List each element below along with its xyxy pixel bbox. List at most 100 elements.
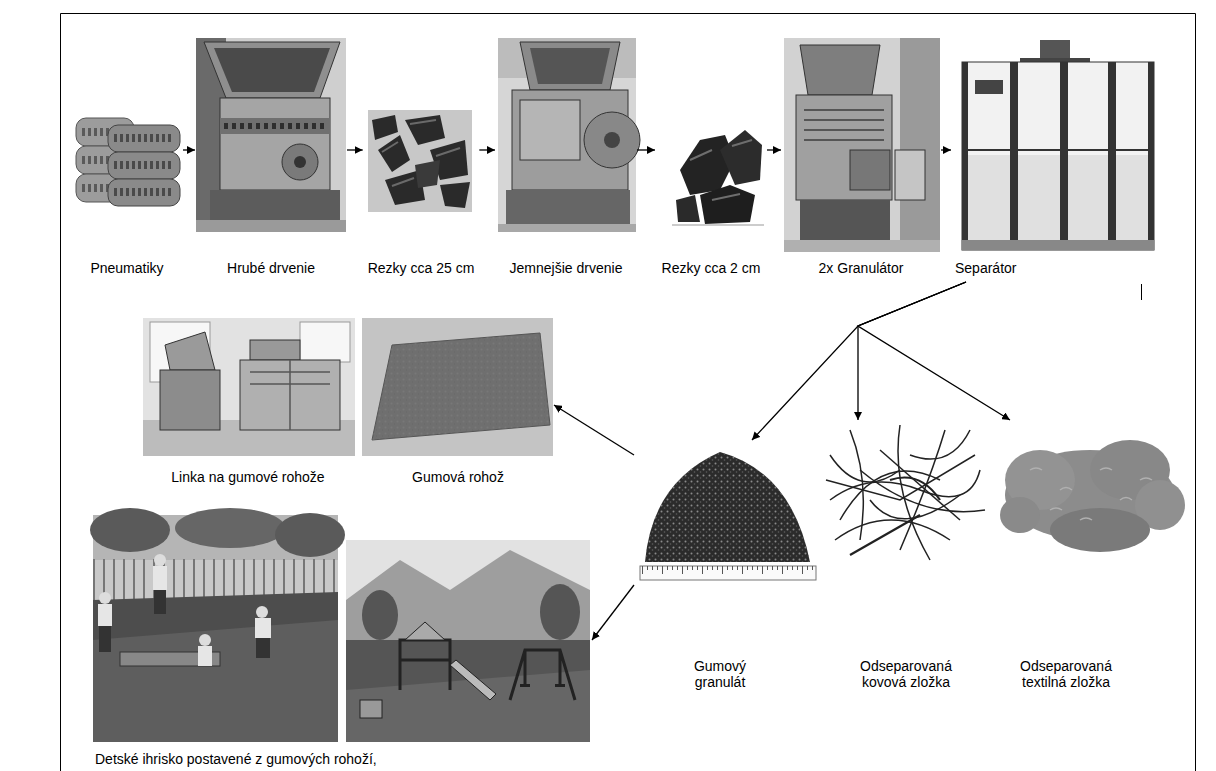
tires-picture	[108, 152, 180, 179]
separator-picture	[1010, 62, 1018, 250]
separator-picture	[962, 62, 1154, 250]
fine-chips-picture	[672, 130, 764, 225]
playground-build-photo	[153, 566, 167, 590]
playground-build-photo	[256, 606, 268, 618]
mat-line-picture	[165, 332, 215, 370]
fine-shredder-picture	[584, 112, 640, 168]
process-step: Jemnejšie drvenie	[496, 34, 636, 282]
metal-fraction-picture	[900, 430, 945, 550]
coarse-chips-picture	[382, 120, 460, 186]
process-step: Detské ihrisko postavené z gumových roho…	[92, 512, 592, 770]
playground-photo	[520, 684, 530, 687]
rubber-mat-picture	[372, 333, 550, 440]
fine-chips-picture	[720, 130, 762, 185]
fine-chips-picture	[672, 225, 764, 226]
page-frame	[1141, 284, 1142, 300]
process-step: Odseparovaná textilná zložka	[992, 420, 1140, 708]
textile-fraction-picture	[1000, 440, 1185, 552]
playground-photo	[362, 590, 398, 640]
playground-photo	[346, 540, 590, 742]
step-caption: Rezky cca 25 cm	[368, 260, 475, 276]
granulator-picture	[796, 95, 892, 200]
metal-fraction-picture	[890, 478, 940, 501]
coarse-shredder-picture	[282, 144, 318, 180]
playground-build-photo	[198, 646, 212, 666]
tires-picture	[114, 188, 174, 196]
playground-photo	[360, 700, 382, 718]
flow-arrow	[554, 405, 634, 455]
metal-fraction-picture	[898, 425, 930, 560]
granulator-picture	[850, 150, 890, 190]
process-step: Pneumatiky	[72, 34, 182, 282]
step-caption: Detské ihrisko postavené z gumových roho…	[95, 751, 377, 767]
step-caption: Gumová rohož	[412, 469, 504, 485]
playground-build-photo	[154, 554, 166, 566]
playground-photo	[405, 622, 445, 640]
playground-build-photo	[93, 592, 338, 742]
playground-build-photo	[90, 508, 170, 552]
playground-build-photo	[275, 513, 345, 557]
playground-build-photo	[199, 634, 211, 646]
step-caption: Odseparovaná kovová zložka	[860, 658, 952, 690]
rubber-granulate-picture	[642, 566, 814, 574]
step-caption: Odseparovaná textilná zložka	[1020, 658, 1112, 690]
coarse-chips-picture	[372, 115, 398, 140]
mat-line-picture	[250, 340, 300, 360]
playground-build-photo	[99, 626, 111, 652]
step-caption: Pneumatiky	[90, 260, 163, 276]
separator-picture	[968, 155, 1010, 240]
tires-picture	[108, 179, 180, 206]
rubber-granulate-picture	[642, 566, 814, 570]
process-step: 2x Granulátor	[782, 34, 940, 282]
playground-build-photo	[154, 590, 166, 614]
connector-group	[183, 150, 1010, 640]
playground-build-photo	[90, 508, 345, 742]
mat-line-picture	[143, 318, 355, 456]
playground-photo	[540, 584, 580, 640]
step-caption: Jemnejšie drvenie	[510, 260, 623, 276]
playground-build-photo	[256, 638, 270, 658]
flow-arrow	[637, 149, 655, 150]
metal-fraction-picture	[826, 425, 985, 560]
metal-fraction-picture	[826, 425, 985, 560]
flow-arrow	[183, 149, 195, 150]
mat-line-picture	[240, 360, 340, 430]
granulator-picture	[800, 45, 880, 95]
textile-fraction-picture	[1000, 497, 1040, 533]
flow-arrow	[941, 149, 951, 150]
separator-picture	[962, 240, 1154, 250]
process-step: Gumový granulát	[634, 440, 806, 692]
metal-fraction-picture	[850, 430, 863, 540]
granulator-picture	[900, 38, 940, 252]
playground-build-photo	[99, 592, 111, 604]
playground-photo	[400, 640, 450, 690]
fine-shredder-picture	[512, 90, 628, 190]
fine-shredder-picture	[520, 100, 580, 160]
separator-picture	[1116, 155, 1148, 240]
playground-photo	[346, 550, 590, 640]
mat-line-picture	[300, 322, 350, 362]
granulator-picture	[784, 38, 940, 252]
granulator-picture	[800, 200, 890, 240]
metal-fraction-picture	[826, 455, 975, 500]
metal-fraction-picture	[830, 470, 980, 500]
metal-fraction-picture	[910, 430, 970, 459]
fine-chips-picture	[700, 185, 755, 224]
fine-shredder-picture	[520, 42, 620, 90]
separator-picture	[1068, 155, 1108, 240]
mat-line-picture	[250, 360, 330, 430]
coarse-chips-picture	[378, 135, 410, 172]
process-step: Odseparovaná kovová zložka	[822, 420, 990, 708]
flow-arrow	[479, 149, 495, 150]
granulator-picture	[804, 110, 884, 140]
metal-fraction-picture	[830, 455, 900, 482]
coarse-chips-picture	[415, 160, 440, 188]
separator-picture	[962, 149, 1154, 151]
coarse-chips-picture	[368, 110, 472, 212]
coarse-shredder-picture	[204, 42, 340, 98]
metal-fraction-picture	[870, 495, 960, 519]
playground-photo	[346, 640, 590, 742]
playground-photo	[555, 684, 565, 687]
